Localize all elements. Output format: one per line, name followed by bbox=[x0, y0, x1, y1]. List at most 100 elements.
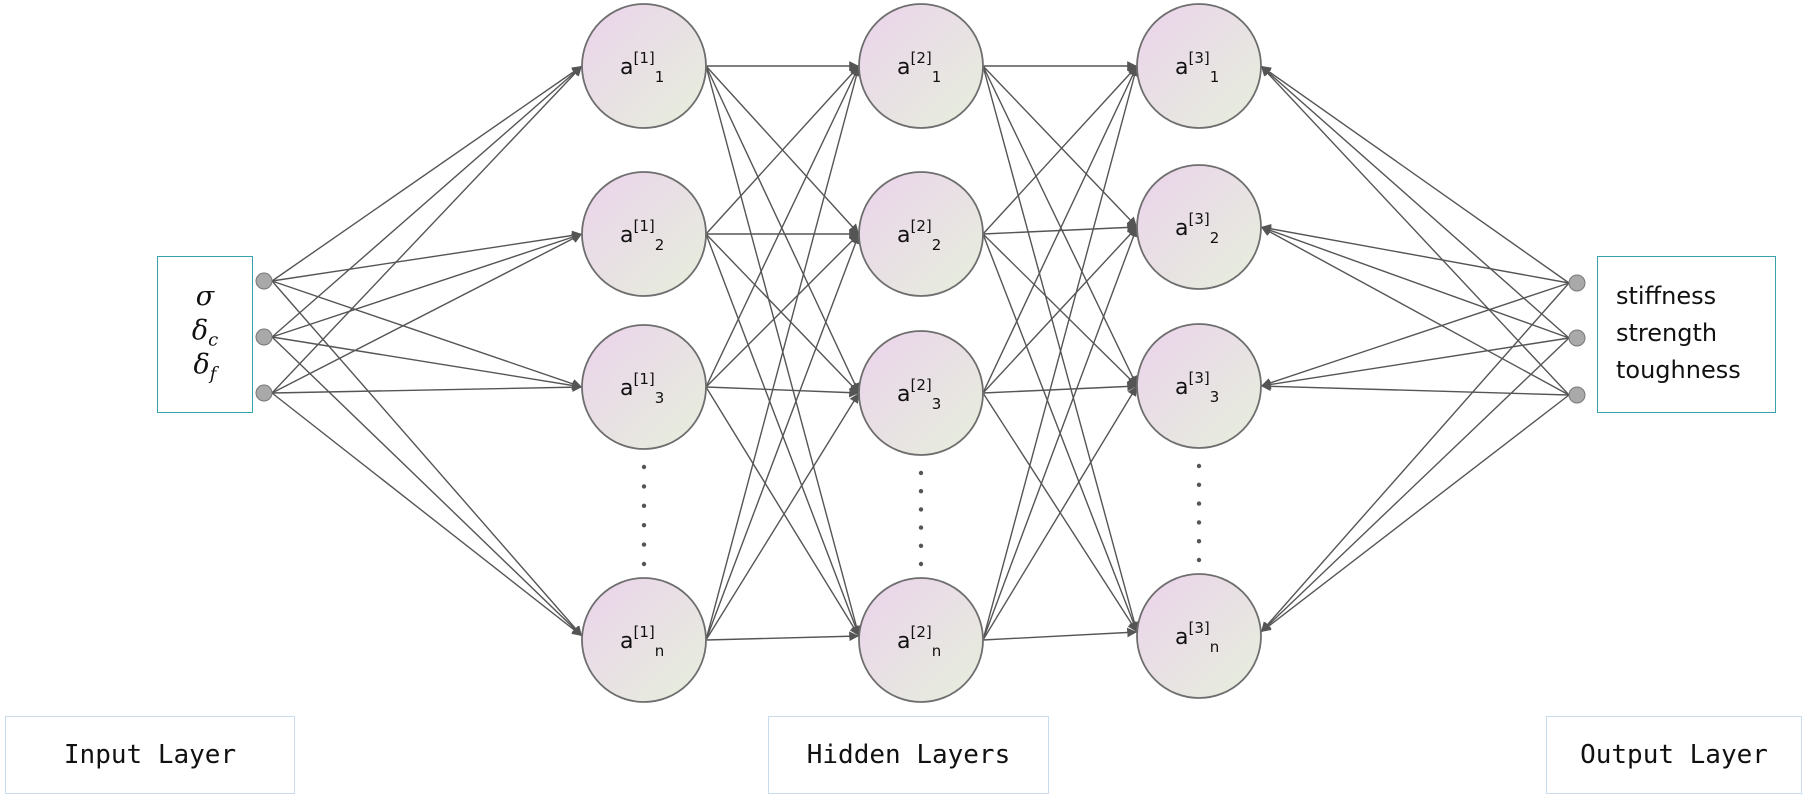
neuron-circle bbox=[1136, 573, 1262, 699]
neuron-circle bbox=[1136, 3, 1262, 129]
neuron-label: a[3]2 bbox=[1175, 210, 1219, 247]
neuron-circle bbox=[581, 3, 707, 129]
input-feature-delta-c: δc bbox=[191, 315, 219, 351]
ellipsis-dot bbox=[1196, 520, 1202, 525]
ellipsis-dot bbox=[918, 507, 924, 512]
neuron-label: a[3]3 bbox=[1175, 369, 1219, 406]
neuron-label: a[2]2 bbox=[897, 217, 941, 254]
edge-output-1-to-l3-node-1 bbox=[1260, 65, 1570, 284]
edge-output-2-to-l3-node-2 bbox=[1260, 225, 1570, 339]
output-port-2 bbox=[1568, 329, 1586, 347]
neuron-nodes: a[1]1 a[1]2 a[1]3 a[1]n a[2]1 a[2]2 a[2]3 a[2]n… bbox=[581, 3, 1262, 703]
edge-input-1-to-l1-node-1 bbox=[271, 65, 583, 282]
neuron-circle bbox=[1136, 323, 1262, 449]
ellipsis-dot bbox=[641, 523, 647, 528]
neuron-circle bbox=[858, 330, 984, 456]
edge-l2-n3-to-l3-n3 bbox=[982, 381, 1138, 394]
edge-l1-n2-to-l2-n3 bbox=[705, 233, 860, 394]
edge-output-3-to-l3-node-1 bbox=[1260, 65, 1570, 396]
neuron-label: a[3]1 bbox=[1175, 49, 1219, 86]
edge-input-2-to-l1-node-4 bbox=[271, 336, 583, 637]
neuron-l2-1: a[2]1 bbox=[858, 3, 984, 129]
edge-l2-n1-to-l3-n2 bbox=[982, 65, 1138, 228]
input-port-3 bbox=[255, 384, 273, 402]
edge-l2-n4-to-l3-n3 bbox=[982, 385, 1138, 641]
input-port-1 bbox=[255, 272, 273, 290]
edge-output-1-to-l3-node-4 bbox=[1260, 282, 1570, 633]
edge-input-2-to-l1-node-1 bbox=[271, 65, 583, 338]
connection-edges bbox=[271, 61, 1570, 642]
neuron-l2-3: a[2]3 bbox=[858, 330, 984, 456]
edge-l2-n4-to-l3-n4 bbox=[982, 627, 1138, 641]
neuron-l1-1: a[1]1 bbox=[581, 3, 707, 129]
edge-l1-n4-to-l2-n2 bbox=[705, 233, 861, 641]
neuron-l1-3: a[1]3 bbox=[581, 324, 707, 450]
ellipsis-dot bbox=[918, 561, 924, 567]
edge-l1-n4-to-l2-n4 bbox=[705, 631, 860, 642]
edge-l1-n3-to-l2-n1 bbox=[705, 65, 860, 388]
neuron-label: a[1]1 bbox=[620, 49, 664, 86]
ellipsis-dot bbox=[918, 489, 924, 494]
edge-l1-n2-to-l2-n1 bbox=[705, 65, 860, 235]
edge-input-2-to-l1-node-2 bbox=[271, 232, 583, 338]
neuron-l3-n: a[3]n bbox=[1136, 573, 1262, 699]
ellipsis-dot bbox=[1196, 539, 1202, 544]
edge-l1-n3-to-l2-n3 bbox=[705, 386, 860, 398]
neuron-circle bbox=[858, 3, 984, 129]
edge-input-1-to-l1-node-4 bbox=[271, 280, 583, 637]
ellipsis-dot bbox=[1196, 501, 1202, 506]
layer-ellipsis bbox=[641, 463, 1202, 567]
neuron-label: a[2]3 bbox=[897, 376, 941, 413]
edge-output-1-to-l3-node-2 bbox=[1260, 223, 1570, 284]
edge-l2-n3-to-l3-n2 bbox=[982, 226, 1138, 394]
input-port-2 bbox=[255, 328, 273, 346]
edge-l2-n4-to-l3-n1 bbox=[982, 65, 1140, 641]
edge-l2-n3-to-l3-n1 bbox=[982, 65, 1138, 394]
neuron-l1-2: a[1]2 bbox=[581, 171, 707, 297]
ellipsis-dot bbox=[1196, 482, 1202, 487]
neuron-l1-n: a[1]n bbox=[581, 577, 707, 703]
edge-l1-n3-to-l2-n2 bbox=[705, 233, 860, 388]
ellipsis-dot bbox=[641, 561, 647, 567]
neuron-circle bbox=[858, 577, 984, 703]
neuron-circle bbox=[581, 577, 707, 703]
edge-input-3-to-l1-node-1 bbox=[271, 65, 583, 394]
ellipsis-dot bbox=[641, 464, 647, 470]
edge-output-2-to-l3-node-3 bbox=[1260, 337, 1570, 390]
edge-output-2-to-l3-node-4 bbox=[1260, 337, 1570, 633]
edge-output-3-to-l3-node-3 bbox=[1260, 381, 1570, 396]
edge-input-1-to-l1-node-2 bbox=[271, 230, 583, 282]
ellipsis-dot bbox=[641, 542, 647, 547]
input-feature-delta-f: δf bbox=[193, 349, 217, 385]
edge-l1-n4-to-l2-n1 bbox=[705, 65, 862, 641]
edge-output-1-to-l3-node-3 bbox=[1260, 282, 1570, 388]
edge-l1-n3-to-l2-n4 bbox=[705, 386, 860, 637]
ellipsis-dot bbox=[918, 470, 924, 476]
neuron-l2-n: a[2]n bbox=[858, 577, 984, 703]
edge-input-1-to-l1-node-3 bbox=[271, 280, 583, 389]
edge-output-3-to-l3-node-4 bbox=[1260, 394, 1570, 633]
edge-l1-n4-to-l2-n3 bbox=[705, 392, 860, 641]
neuron-label: a[2]n bbox=[897, 623, 941, 660]
output-port-3 bbox=[1568, 386, 1586, 404]
edge-l1-n2-to-l2-n4 bbox=[705, 233, 861, 637]
neuron-l3-1: a[3]1 bbox=[1136, 3, 1262, 129]
neuron-label: a[2]1 bbox=[897, 49, 941, 86]
edge-l2-n1-to-l3-n3 bbox=[982, 65, 1138, 387]
ellipsis-dot bbox=[1196, 463, 1202, 469]
input-feature-sigma: σ bbox=[195, 281, 215, 312]
edge-input-3-to-l1-node-2 bbox=[271, 233, 583, 394]
neuron-l3-2: a[3]2 bbox=[1136, 164, 1262, 290]
neuron-l3-3: a[3]3 bbox=[1136, 323, 1262, 449]
output-layer-caption: Output Layer bbox=[1546, 716, 1802, 794]
output-targets-box: stiffness strength toughness bbox=[1597, 256, 1776, 413]
input-layer-caption: Input Layer bbox=[5, 716, 295, 794]
neuron-circle bbox=[858, 171, 984, 297]
output-port-1 bbox=[1568, 274, 1586, 292]
edge-input-2-to-l1-node-3 bbox=[271, 336, 583, 391]
edge-input-3-to-l1-node-4 bbox=[271, 392, 583, 637]
ellipsis-dot bbox=[918, 525, 924, 530]
neuron-label: a[1]n bbox=[620, 623, 664, 660]
neuron-label: a[1]3 bbox=[620, 370, 664, 407]
